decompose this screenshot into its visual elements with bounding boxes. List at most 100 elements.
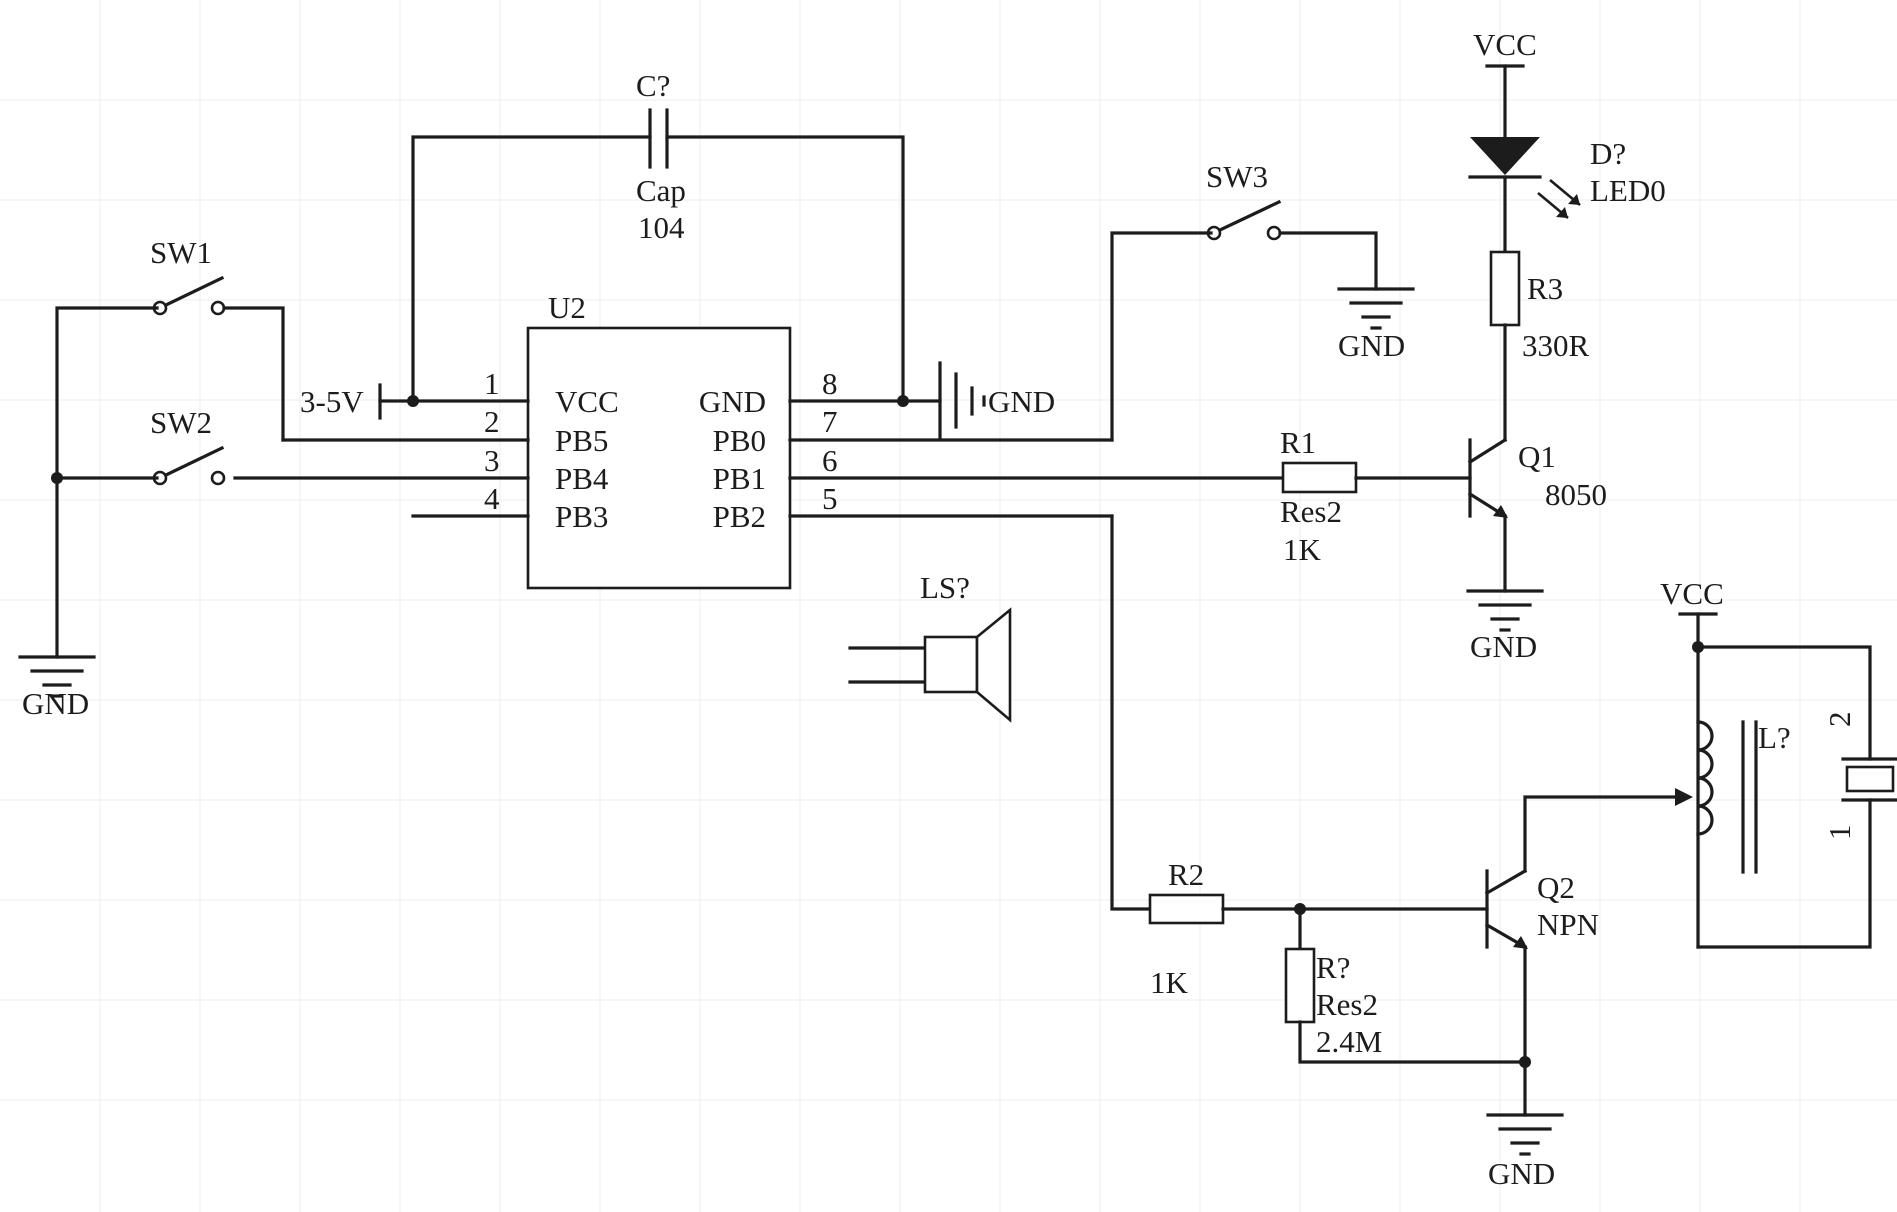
r2-value: 1K: [1150, 965, 1189, 1000]
gnd-label: GND: [22, 686, 89, 721]
rq-value: 2.4M: [1316, 1024, 1382, 1059]
led-arrowhead: [1568, 194, 1580, 205]
ic-designator: U2: [548, 290, 586, 325]
gnd-label: GND: [1470, 629, 1537, 664]
tap-arrow: [1675, 788, 1693, 806]
cap-type: Cap: [636, 173, 686, 208]
tank-bottom-wire: [1696, 798, 1872, 949]
speaker-cone: [975, 607, 1012, 723]
led-designator: D?: [1590, 136, 1626, 171]
rq-designator: R?: [1316, 950, 1350, 985]
vcc-label: VCC: [1473, 27, 1537, 62]
gnd-label: GND: [1488, 1156, 1555, 1191]
q2-collector-wire: [1523, 795, 1677, 873]
sw1-right-wire: [222, 306, 285, 442]
sw3-contact: [1266, 225, 1282, 241]
r2-body: [1148, 893, 1225, 925]
r3-value: 330R: [1522, 328, 1590, 363]
rq-type: Res2: [1316, 987, 1378, 1022]
crystal-pin-1: 1: [1822, 825, 1857, 841]
inductor-l: VCC L?: [1660, 576, 1872, 949]
q1-type: 8050: [1545, 477, 1607, 512]
junction-dot: [51, 472, 63, 484]
sw1-lever: [163, 275, 225, 308]
pb2-wire: [1110, 514, 1152, 911]
inductor-designator: L?: [1758, 720, 1791, 755]
sw1-contact: [210, 300, 226, 316]
sw3-right-wire: [1278, 231, 1378, 291]
pin-name: GND: [699, 384, 766, 419]
cap-designator: C?: [636, 68, 670, 103]
supply-label: 3-5V: [300, 384, 364, 419]
rq-resistor: R? Res2 2.4M: [1284, 907, 1531, 1068]
q2-type: NPN: [1537, 907, 1599, 942]
pin-number: 8: [822, 366, 838, 401]
vcc-label: VCC: [1660, 576, 1724, 611]
pin-name: PB2: [713, 499, 766, 534]
sw2-contact: [210, 470, 226, 486]
supply-3-5v: 3-5V: [300, 383, 415, 420]
gnd-label: GND: [988, 384, 1055, 419]
led-branch: VCC D? LED0 R3 330R: [1468, 27, 1666, 442]
r1-designator: R1: [1280, 425, 1316, 460]
r3-body: [1489, 250, 1521, 327]
rq-body: [1284, 947, 1316, 1024]
inductor-coil: [1696, 720, 1714, 836]
speaker-ls: LS?: [848, 570, 1012, 723]
pin-number: 6: [822, 443, 838, 478]
cap-left-wire: [411, 135, 652, 403]
r1-value: 1K: [1283, 532, 1322, 567]
ic-body: [526, 326, 792, 590]
sw2-contact: [152, 470, 168, 486]
led-arrowhead: [1556, 207, 1568, 218]
speaker-body: [923, 635, 979, 694]
r2-resistor: R2 1K: [1110, 514, 1489, 1000]
sw1-designator: SW1: [150, 235, 212, 270]
sw1-contact: [152, 300, 168, 316]
cap-value: 104: [638, 210, 685, 245]
q1-designator: Q1: [1518, 439, 1556, 474]
switch-sw2: SW2: [51, 405, 226, 486]
crystal: 2 1: [1822, 712, 1897, 841]
pin-name: PB0: [713, 423, 766, 458]
sw3-contact: [1206, 225, 1222, 241]
gnd-left: GND: [18, 655, 96, 721]
transistor-q1: Q1 8050 GND: [1466, 437, 1607, 664]
pin-name: PB5: [555, 423, 608, 458]
pin-name: PB1: [713, 461, 766, 496]
switch-sw1: SW1: [55, 235, 285, 659]
pin-number: 7: [822, 404, 838, 439]
r2-designator: R2: [1168, 857, 1204, 892]
junction-dot: [897, 395, 909, 407]
speaker-designator: LS?: [920, 570, 970, 605]
sw3-left-wire: [1110, 231, 1213, 442]
cap-right-wire: [665, 135, 905, 403]
sw3-designator: SW3: [1206, 159, 1268, 194]
rq-bottom-wire: [1298, 1020, 1527, 1064]
pin-number: 5: [822, 481, 838, 516]
q2-designator: Q2: [1537, 870, 1575, 905]
r1-type: Res2: [1280, 494, 1342, 529]
q2-collector: [1484, 868, 1528, 896]
pin-number: 3: [484, 443, 500, 478]
r1-body: [1281, 461, 1358, 494]
pin-number: 2: [484, 404, 500, 439]
pin-name: VCC: [555, 384, 619, 419]
r3-designator: R3: [1527, 271, 1563, 306]
pin-name: PB4: [555, 461, 609, 496]
pin-name: PB3: [555, 499, 608, 534]
crystal-pin-2: 2: [1822, 712, 1857, 728]
sw3-lever: [1217, 199, 1282, 233]
led-triangle: [1470, 137, 1540, 175]
switch-sw3: SW3 GND: [1110, 159, 1415, 442]
pin-number: 4: [484, 481, 500, 516]
gnd-label: GND: [1338, 328, 1405, 363]
tank-top-wire: [1696, 645, 1872, 761]
ic-u2: U2 1 2 3 4 8 7 6 5 VCC PB5 PB4 PB3 GND P…: [233, 290, 1285, 590]
sw2-lever: [163, 445, 225, 478]
pin-number: 1: [484, 366, 500, 401]
capacitor-c: C? Cap 104: [407, 68, 909, 407]
sw2-designator: SW2: [150, 405, 212, 440]
